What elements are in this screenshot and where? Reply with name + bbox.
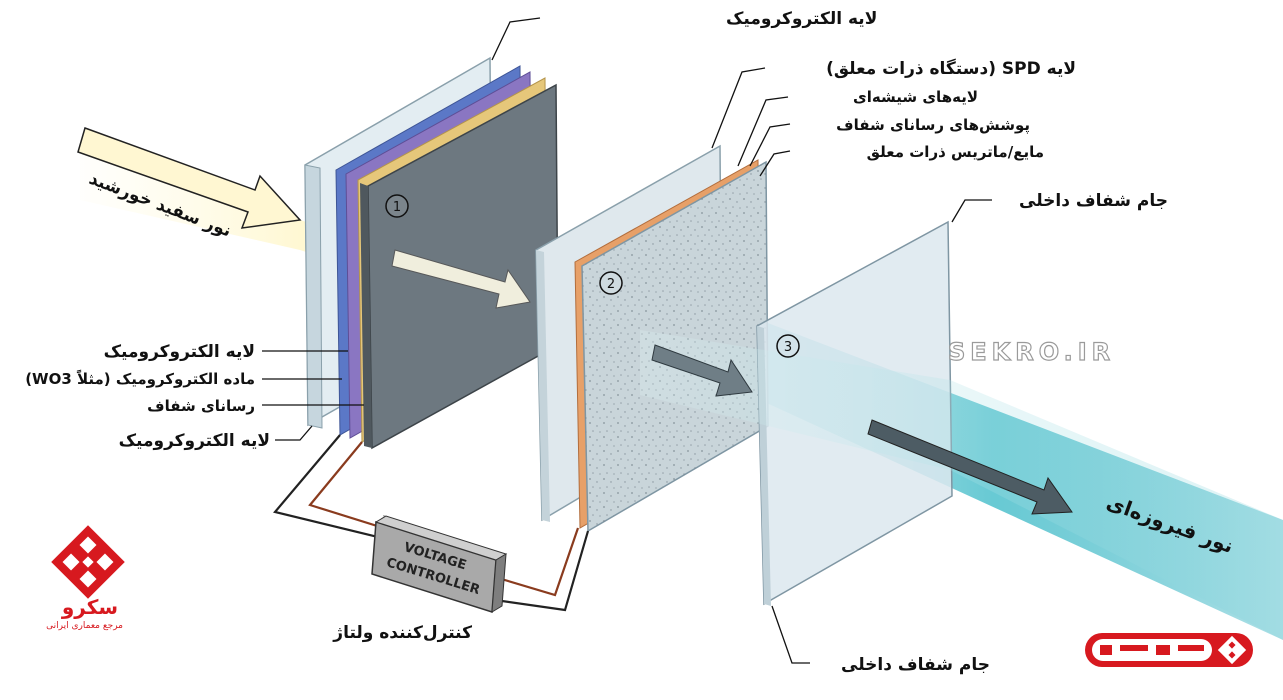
- brand-logo-right: [1085, 633, 1253, 667]
- watermark-text: SEKRO.IR: [948, 338, 1115, 366]
- label-inner-glass-bottom: جام شفاف داخلی: [841, 655, 990, 675]
- label-inner-glass-top: جام شفاف داخلی: [1019, 191, 1168, 211]
- label-top-ec-layer: لایه الکتروکرومیک: [726, 9, 877, 29]
- panel-number-2: 2: [600, 272, 622, 294]
- panel-number-1: 1: [386, 195, 408, 217]
- brand-tagline: مرجع معماری ایرانی: [46, 621, 123, 631]
- brand-logo-left: سکرو مرجع معماری ایرانی: [46, 525, 125, 631]
- label-glass-layers: لایه‌های شیشه‌ای: [853, 88, 978, 106]
- label-transparent-conductor: رسانای شفاف: [147, 397, 255, 415]
- brand-name: سکرو: [61, 595, 118, 619]
- ec-stack-panel-1: [305, 58, 558, 448]
- label-ec-layer-bottom: لایه الکتروکرومیک: [119, 431, 270, 451]
- panel-number-3-text: 3: [784, 340, 792, 355]
- label-spd-layer: لایه SPD (دستگاه ذرات معلق): [826, 58, 1076, 79]
- brand-emblem-icon: [51, 525, 125, 599]
- label-transparent-coatings: پوشش‌های رسانای شفاف: [836, 116, 1030, 135]
- label-fluid-matrix: مایع/ماتریس ذرات معلق: [867, 143, 1044, 161]
- panel-number-3: 3: [777, 335, 799, 357]
- label-ec-material: ماده الکتروکرومیک (مثلاً WO3): [25, 369, 255, 388]
- panel-number-1-text: 1: [393, 200, 401, 215]
- label-voltage-controller: کنترل‌کننده ولتاژ: [332, 623, 472, 643]
- label-ec-layer-left: لایه الکتروکرومیک: [104, 342, 255, 362]
- glass-pane-edge: [305, 165, 322, 428]
- voltage-controller-box: VOLTAGE CONTROLLER: [372, 515, 506, 612]
- panel-number-2-text: 2: [607, 277, 615, 292]
